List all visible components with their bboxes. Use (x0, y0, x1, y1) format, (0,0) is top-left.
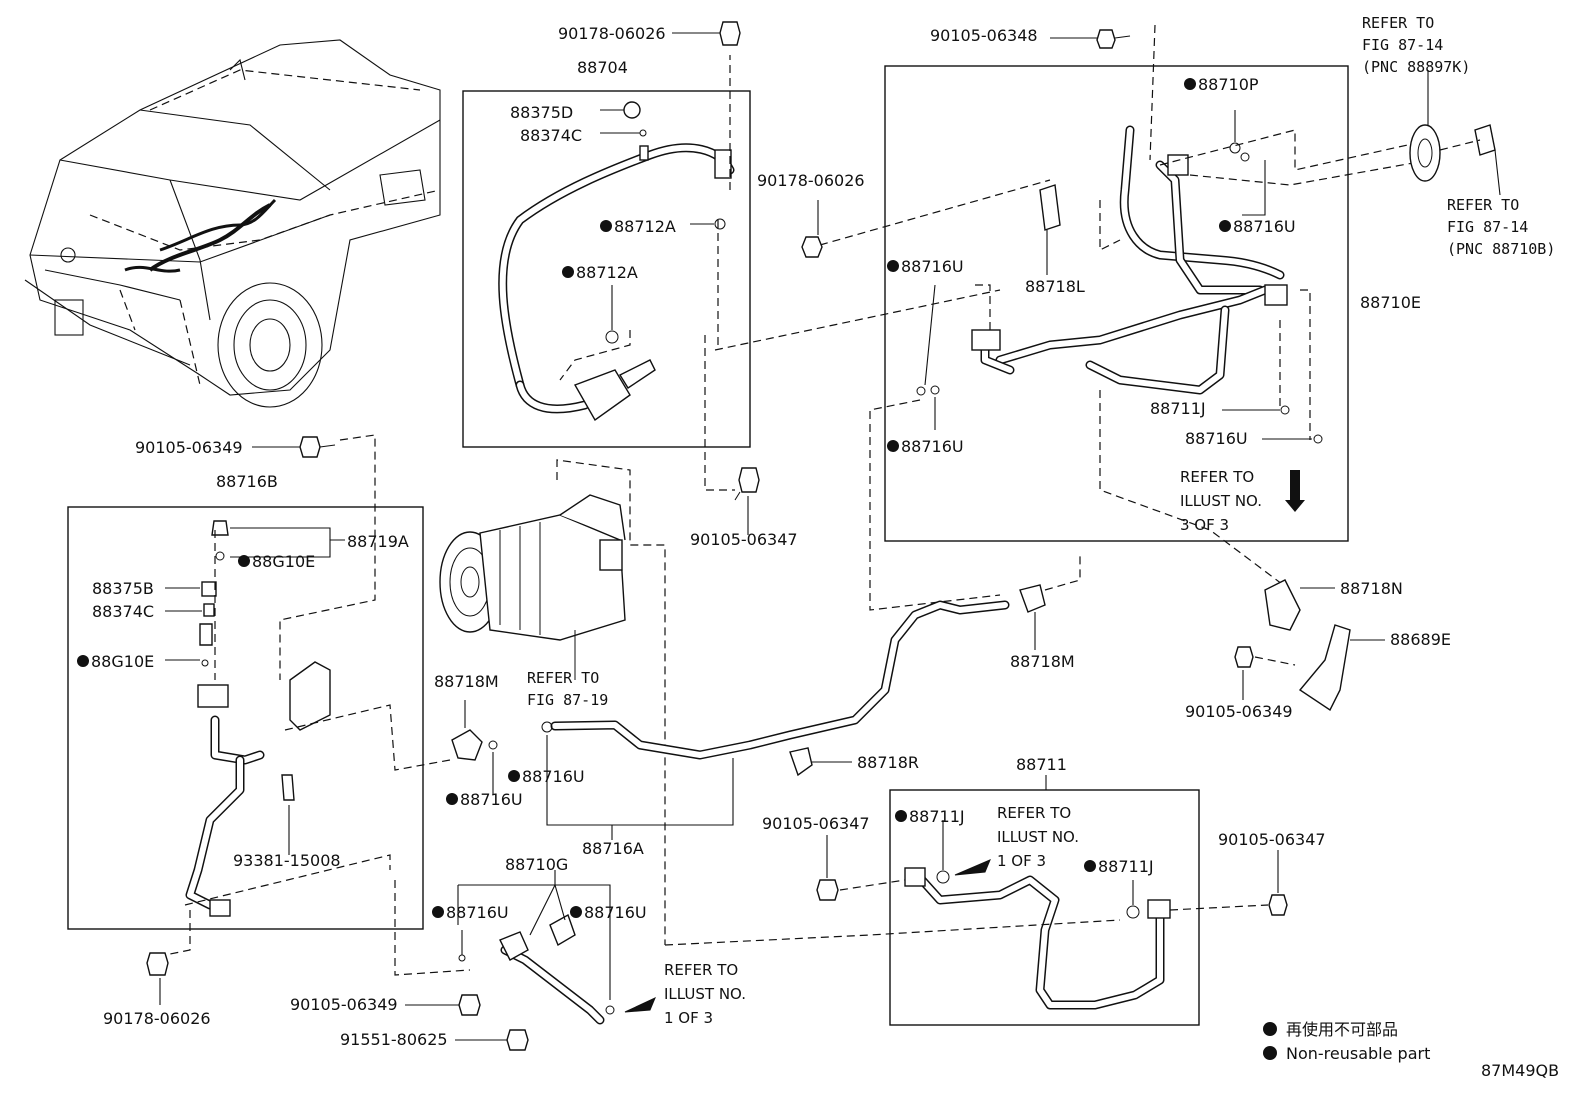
label-88711: 88711 (1016, 755, 1067, 774)
label-88716U: 88716U (1185, 429, 1248, 448)
label-88G10E: 88G10E (252, 552, 315, 571)
label-90178-06026: 90178-06026 (103, 1009, 211, 1028)
reference-notes: REFER TO FIG 87-14 (PNC 88897K) REFER TO… (527, 14, 1555, 1027)
fasteners-top (672, 21, 1131, 535)
fasteners-left (146, 436, 336, 1005)
label-88716A: 88716A (582, 839, 644, 858)
label-88712A: 88712A (614, 217, 676, 236)
label-93381-15008: 93381-15008 (233, 851, 341, 870)
legend: 再使用不可部品 Non-reusable part 87M49QB (1263, 1020, 1559, 1080)
label-88716B: 88716B (216, 472, 278, 491)
ref-fig-87-14-b-line1: REFER TO (1447, 196, 1519, 214)
ref-fig-87-14-b-line2: FIG 87-14 (1447, 218, 1528, 236)
ref-illust-3-line3: 3 OF 3 (1180, 516, 1229, 534)
label-88718N: 88718N (1340, 579, 1403, 598)
non-reusable-marker-icon (77, 655, 89, 667)
ref-illust-1-a-line2: ILLUST NO. (997, 828, 1079, 846)
ref-illust-1-b-line3: 1 OF 3 (664, 1009, 713, 1027)
legend-english-text: Non-reusable part (1286, 1044, 1430, 1063)
pipe-assembly-88710E-box (714, 24, 1431, 611)
label-88716U: 88716U (1233, 217, 1296, 236)
label-88375D: 88375D (510, 103, 573, 122)
non-reusable-marker-icon (1184, 78, 1196, 90)
label-88711J: 88711J (1098, 857, 1154, 876)
label-88711J: 88711J (909, 807, 965, 826)
external-parts-top-right (1409, 70, 1501, 196)
label-88718L: 88718L (1025, 277, 1085, 296)
label-90105-06347: 90105-06347 (690, 530, 798, 549)
label-88375B: 88375B (92, 579, 154, 598)
hose-assembly-88704-box (462, 55, 751, 448)
label-88712A: 88712A (576, 263, 638, 282)
part-labels: 90178-06026 88704 88375D 88374C 88712A 8… (77, 24, 1451, 1049)
pipe-88716A (451, 555, 1081, 840)
pipe-assembly-88716B-box (67, 434, 451, 956)
label-88716U: 88716U (522, 767, 585, 786)
legend-japanese-text: 再使用不可部品 (1286, 1020, 1398, 1039)
pipe-88710G (394, 870, 656, 1051)
diagram-id: 87M49QB (1481, 1061, 1559, 1080)
label-88716U: 88716U (584, 903, 647, 922)
label-88718R: 88718R (857, 753, 919, 772)
label-90105-06349: 90105-06349 (135, 438, 243, 457)
label-88718M: 88718M (1010, 652, 1075, 671)
non-reusable-marker-icon (895, 810, 907, 822)
vehicle-illustration (24, 39, 441, 408)
ref-illust-3-line2: ILLUST NO. (1180, 492, 1262, 510)
ref-illust-1-a-line1: REFER TO (997, 804, 1071, 822)
label-88718M: 88718M (434, 672, 499, 691)
non-reusable-marker-icon (1263, 1022, 1277, 1036)
label-88710G: 88710G (505, 855, 568, 874)
brackets-right (1234, 579, 1385, 712)
label-88374C: 88374C (92, 602, 154, 621)
label-90105-06349: 90105-06349 (290, 995, 398, 1014)
non-reusable-marker-icon (446, 793, 458, 805)
label-88716U: 88716U (446, 903, 509, 922)
ref-fig-87-19-line2: FIG 87-19 (527, 691, 608, 709)
non-reusable-marker-icon (1084, 860, 1096, 872)
label-90105-06347: 90105-06347 (1218, 830, 1326, 849)
label-88G10E: 88G10E (91, 652, 154, 671)
label-90105-06348: 90105-06348 (930, 26, 1038, 45)
non-reusable-marker-icon (1263, 1046, 1277, 1060)
non-reusable-marker-icon (1219, 220, 1231, 232)
ref-fig-87-14-line1: REFER TO (1362, 14, 1434, 32)
down-arrow-icon (1285, 470, 1305, 512)
label-88716U: 88716U (460, 790, 523, 809)
non-reusable-marker-icon (570, 906, 582, 918)
label-88710P: 88710P (1198, 75, 1259, 94)
label-91551-80625: 91551-80625 (340, 1030, 448, 1049)
ref-fig-87-14-line3: (PNC 88897K) (1362, 58, 1470, 76)
non-reusable-marker-icon (600, 220, 612, 232)
label-88716U: 88716U (901, 437, 964, 456)
ref-fig-87-14-line2: FIG 87-14 (1362, 36, 1443, 54)
non-reusable-marker-icon (432, 906, 444, 918)
label-90105-06347: 90105-06347 (762, 814, 870, 833)
label-90178-06026: 90178-06026 (558, 24, 666, 43)
label-90178-06026: 90178-06026 (757, 171, 865, 190)
non-reusable-marker-icon (887, 440, 899, 452)
ref-fig-87-19-line1: REFER TO (527, 669, 599, 687)
label-88711J: 88711J (1150, 399, 1206, 418)
non-reusable-marker-icon (238, 555, 250, 567)
non-reusable-marker-icon (508, 770, 520, 782)
label-88716U: 88716U (901, 257, 964, 276)
label-88704: 88704 (577, 58, 628, 77)
label-88710E: 88710E (1360, 293, 1421, 312)
label-88719A: 88719A (347, 532, 409, 551)
ref-illust-3-line1: REFER TO (1180, 468, 1254, 486)
ref-illust-1-b-line1: REFER TO (664, 961, 738, 979)
label-88374C: 88374C (520, 126, 582, 145)
ref-illust-1-a-line3: 1 OF 3 (997, 852, 1046, 870)
ref-illust-1-b-line2: ILLUST NO. (664, 985, 746, 1003)
label-90105-06349: 90105-06349 (1185, 702, 1293, 721)
non-reusable-marker-icon (887, 260, 899, 272)
pipe-assembly-88711-box (664, 775, 1288, 1026)
ref-fig-87-14-b-line3: (PNC 88710B) (1447, 240, 1555, 258)
label-88689E: 88689E (1390, 630, 1451, 649)
compressor (439, 459, 666, 945)
non-reusable-marker-icon (562, 266, 574, 278)
